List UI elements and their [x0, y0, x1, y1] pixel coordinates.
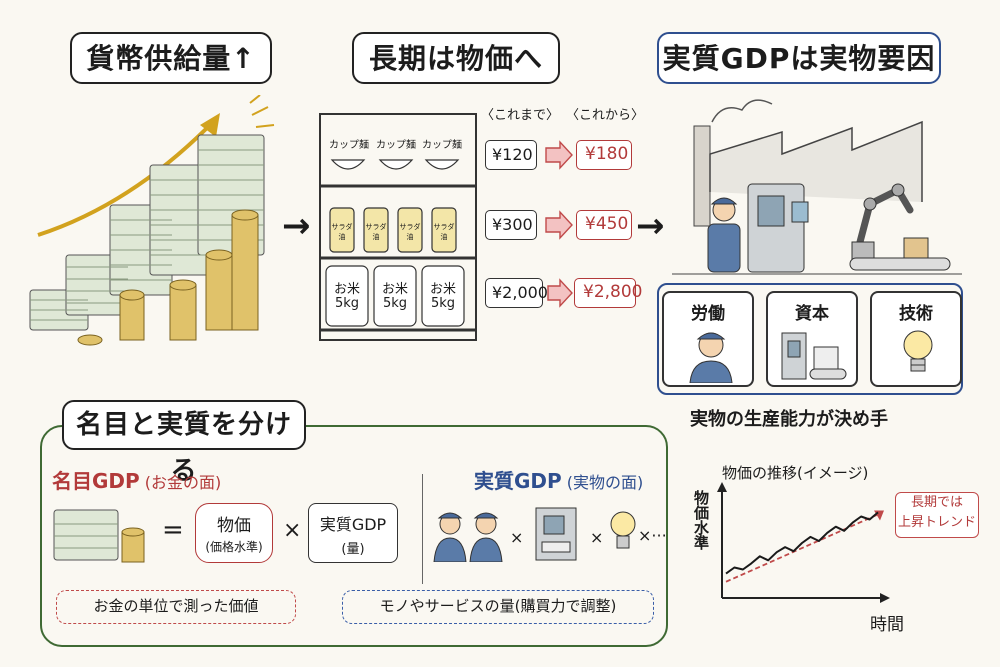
- real-gdp-sub: (実物の面): [566, 473, 644, 492]
- equals-sign: =: [162, 515, 184, 545]
- ellipsis: ×···: [638, 526, 667, 545]
- trend-line: [725, 513, 879, 583]
- real-gdp-title: 実質GDPは実物要因: [657, 32, 941, 84]
- price-level-box: 物価 (価格水準): [195, 503, 273, 563]
- price-before: ¥300: [485, 210, 537, 240]
- factor-label: 技術: [899, 304, 933, 324]
- worker-icon: [689, 332, 733, 383]
- nominal-gdp-sub: (お金の面): [144, 473, 222, 492]
- price-chart: [717, 482, 890, 603]
- header-before: 〈これまで〉: [481, 108, 560, 123]
- product-label: カップ麺: [422, 140, 462, 151]
- factors-group: [657, 283, 963, 395]
- product-weight: 5kg: [430, 296, 456, 311]
- panel-divider: [422, 474, 423, 584]
- right-arrow-icon: →: [282, 206, 311, 246]
- price-after: ¥180: [576, 140, 632, 170]
- nominal-gdp-label: 名目GDP: [52, 469, 140, 493]
- money-growth-illustration: [29, 95, 275, 346]
- nominal-gdp-heading: 名目GDP (お金の面): [52, 465, 221, 494]
- price-before: ¥2,000: [485, 278, 548, 308]
- factors-caption: 実物の生産能力が決め手: [690, 409, 888, 430]
- factor-label: 資本: [795, 304, 829, 324]
- real-gdp-box-main: 実質GDP: [319, 515, 387, 534]
- factor-label: 労働: [691, 304, 725, 324]
- money-supply-title: 貨幣供給量↑: [70, 32, 272, 84]
- price-after: ¥2,800: [574, 278, 642, 308]
- real-gdp-box-sub: (量): [341, 542, 365, 557]
- product-label: お米: [429, 282, 456, 297]
- factory-illustration: [672, 99, 962, 275]
- annotation-line2: 上昇トレンド: [897, 515, 976, 530]
- product-label: お米: [333, 282, 360, 297]
- labor-factor: 労働: [662, 291, 754, 387]
- panel-title: 名目と実質を分ける: [62, 400, 306, 486]
- nominal-note: お金の単位で測った価値: [56, 590, 296, 624]
- x-axis-label: 時間: [870, 615, 904, 635]
- long-run-prices-title: 長期は物価へ: [352, 32, 560, 84]
- product-label: カップ麺: [329, 140, 369, 151]
- annotation-line1: 長期では: [910, 495, 963, 510]
- store-shelf: [319, 113, 477, 341]
- times-sign: ×: [283, 518, 302, 543]
- price-level-sub: (価格水準): [205, 540, 263, 554]
- workers-icon: [433, 512, 503, 562]
- x-axis-arrow: [880, 593, 890, 603]
- lightbulb-icon: [903, 330, 933, 372]
- y-axis-arrow: [717, 482, 727, 492]
- product-label: お米: [381, 282, 408, 297]
- price-series-line: [725, 511, 879, 575]
- price-before: ¥120: [485, 140, 537, 170]
- nominal-vs-real-panel: [40, 425, 668, 647]
- product-label: サラダ油: [331, 223, 353, 241]
- times-sign: ×: [590, 528, 604, 547]
- chart-title: 物価の推移(イメージ): [722, 464, 869, 482]
- red-arrow-icons: [545, 140, 573, 308]
- product-label: サラダ油: [433, 223, 455, 241]
- product-label: サラダ油: [365, 223, 387, 241]
- product-weight: 5kg: [334, 296, 360, 311]
- trend-annotation: 長期では 上昇トレンド: [895, 492, 979, 538]
- technology-factor: 技術: [870, 291, 962, 387]
- right-arrow-icon: →: [636, 206, 665, 246]
- header-after: 〈これから〉: [566, 108, 645, 123]
- real-note: モノやサービスの量(購買力で調整): [342, 590, 654, 624]
- times-sign: ×: [510, 528, 524, 547]
- real-gdp-label: 実質GDP: [474, 469, 562, 493]
- real-gdp-heading: 実質GDP (実物の面): [474, 465, 643, 494]
- machine-icon: [781, 332, 847, 380]
- product-weight: 5kg: [382, 296, 408, 311]
- machine-icon: [535, 507, 577, 561]
- money-icon: [53, 509, 145, 563]
- lightbulb-icon: [610, 511, 636, 549]
- price-after: ¥450: [576, 210, 632, 240]
- product-label: サラダ油: [399, 223, 421, 241]
- product-label: カップ麺: [376, 140, 416, 151]
- price-level-main: 物価: [217, 516, 251, 536]
- capital-factor: 資本: [766, 291, 858, 387]
- real-gdp-box: 実質GDP (量): [308, 503, 398, 563]
- y-axis-label: 物価水準: [692, 490, 710, 550]
